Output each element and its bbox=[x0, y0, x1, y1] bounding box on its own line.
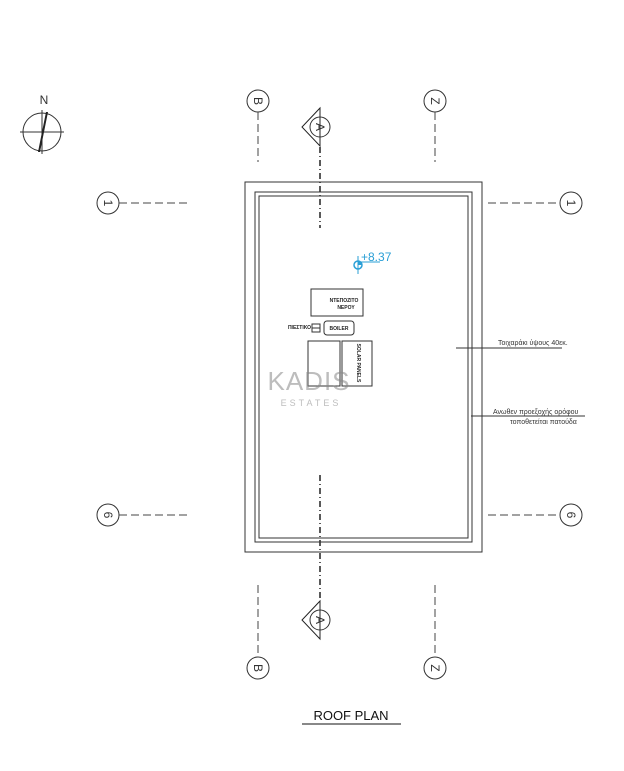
svg-text:1: 1 bbox=[101, 200, 115, 207]
grid-line-6-right: 6 bbox=[488, 503, 583, 527]
svg-text:ESTATES: ESTATES bbox=[281, 398, 342, 408]
svg-text:1: 1 bbox=[564, 200, 578, 207]
svg-text:SOLAR PANELS: SOLAR PANELS bbox=[355, 344, 361, 383]
water-tank: ΝΤΕΠΟΖΙΤΟ ΝΕΡΟΥ bbox=[310, 288, 364, 317]
svg-text:ΝΤΕΠΟΖΙΤΟ: ΝΤΕΠΟΖΙΤΟ bbox=[330, 298, 359, 304]
solar-panels: SOLAR PANELS bbox=[307, 340, 373, 387]
svg-text:A: A bbox=[313, 616, 327, 624]
level-marker: +8.37 bbox=[353, 250, 392, 274]
svg-text:Τοιχαράκι ύψους 40εκ.: Τοιχαράκι ύψους 40εκ. bbox=[498, 339, 568, 347]
boiler: BOILER bbox=[323, 320, 355, 336]
svg-text:6: 6 bbox=[101, 512, 115, 519]
grid-line-z-bottom: Z bbox=[423, 585, 447, 680]
grid-line-1-right: 1 bbox=[488, 191, 583, 215]
svg-text:τοποθετείται πατούδα: τοποθετείται πατούδα bbox=[510, 418, 577, 426]
svg-text:B: B bbox=[251, 664, 265, 672]
section-marker-bottom: A bbox=[301, 475, 331, 641]
svg-text:+8.37: +8.37 bbox=[361, 250, 392, 264]
grid-line-b-bottom: B bbox=[246, 585, 270, 680]
svg-text:A: A bbox=[313, 123, 327, 131]
svg-text:N: N bbox=[40, 93, 49, 107]
pressure-pump: ΠΙΕΣΤΙΚΟ bbox=[288, 323, 321, 333]
grid-line-1-left: 1 bbox=[96, 191, 190, 215]
watermark-logo: KADIS ESTATES bbox=[267, 366, 350, 408]
svg-text:ΠΙΕΣΤΙΚΟ: ΠΙΕΣΤΙΚΟ bbox=[288, 325, 311, 331]
svg-text:B: B bbox=[251, 97, 265, 105]
grid-line-6-left: 6 bbox=[96, 503, 190, 527]
svg-text:Z: Z bbox=[428, 97, 442, 104]
svg-text:KADIS: KADIS bbox=[267, 366, 350, 396]
svg-text:ΝΕΡΟΥ: ΝΕΡΟΥ bbox=[337, 305, 355, 311]
svg-text:6: 6 bbox=[564, 512, 578, 519]
parapet-inner bbox=[258, 195, 469, 539]
drawing-title: ROOF PLAN bbox=[302, 708, 401, 725]
grid-line-b-top: B bbox=[246, 89, 270, 162]
roof-outline bbox=[244, 181, 483, 553]
svg-text:Z: Z bbox=[428, 664, 442, 671]
note-parapet: Τοιχαράκι ύψους 40εκ. bbox=[456, 339, 568, 349]
note-overhang: Ανωθεν προεξοχής ορόφου τοποθετείται πατ… bbox=[471, 408, 585, 426]
section-marker-top: A bbox=[301, 106, 331, 228]
north-arrow-icon: N bbox=[20, 93, 64, 154]
grid-line-z-top: Z bbox=[423, 89, 447, 162]
svg-text:BOILER: BOILER bbox=[330, 326, 349, 332]
parapet-outer bbox=[254, 191, 473, 543]
svg-text:ROOF PLAN: ROOF PLAN bbox=[313, 708, 388, 723]
svg-text:Ανωθεν προεξοχής ορόφου: Ανωθεν προεξοχής ορόφου bbox=[493, 408, 579, 416]
